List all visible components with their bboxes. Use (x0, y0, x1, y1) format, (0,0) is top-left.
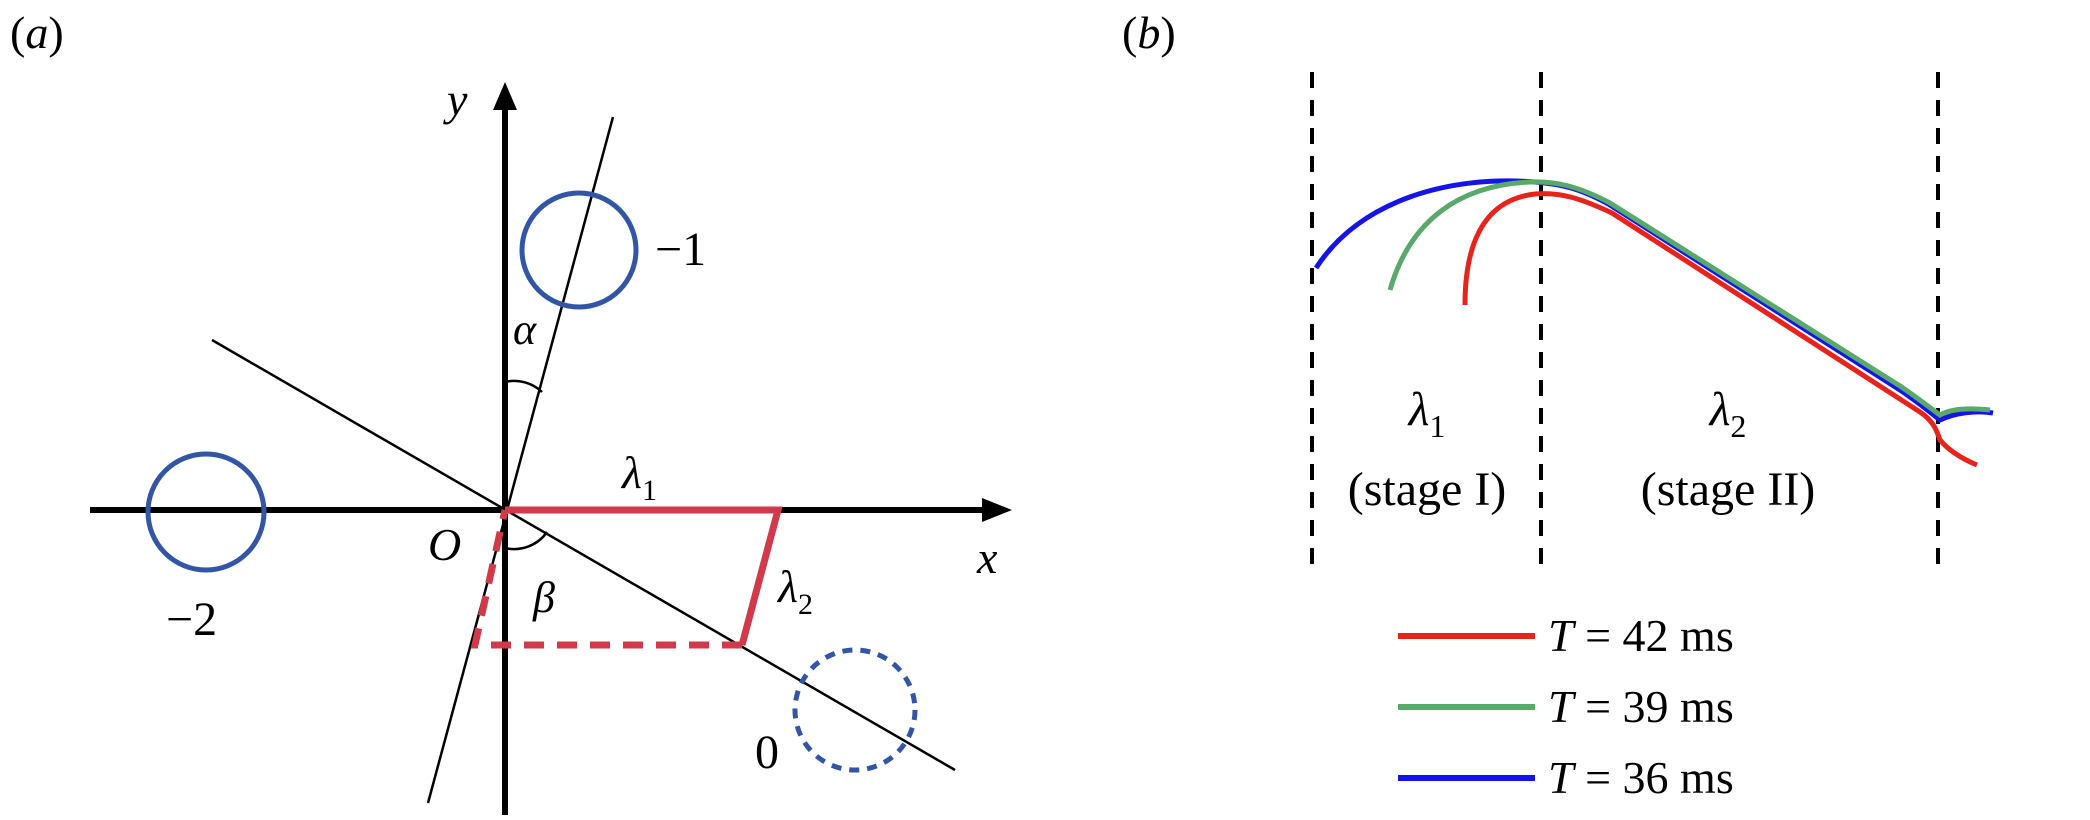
panel-a-label: (a) (10, 7, 64, 58)
alpha-line (426, 116, 615, 804)
legend-label-t36: T = 36 ms (1548, 752, 1734, 803)
legend: T = 42 ms T = 39 ms T = 36 ms (1398, 610, 1734, 803)
x-axis-arrow (982, 498, 1012, 522)
beta-arc (504, 531, 549, 551)
panel-b: (b) λ1 (stage I) λ2 (stage II) T = 42 ms… (1122, 7, 1994, 803)
lambda1-label: λ1 (620, 447, 657, 507)
alpha-arc (504, 379, 543, 393)
lambda-path (505, 506, 783, 646)
lambda2-label: λ2 (776, 561, 813, 621)
pos-minus2-label: −2 (166, 593, 217, 646)
x-axis-label: x (976, 532, 998, 583)
circle-zero (792, 647, 918, 773)
panel-a: (a) x y O α β λ1 λ2 −1 −2 0 (10, 7, 1012, 815)
panel-b-label: (b) (1122, 7, 1176, 58)
trajectory-t39 (1387, 179, 1991, 418)
origin-label: O (428, 519, 461, 570)
stage2-text: (stage II) (1641, 463, 1816, 516)
trajectory-t42 (1462, 191, 1978, 468)
angle-alpha: α (513, 305, 537, 354)
legend-label-t39: T = 39 ms (1548, 681, 1734, 732)
stage2-lambda: λ2 (1708, 383, 1747, 444)
pos-minus1-label: −1 (655, 223, 706, 276)
stage1-text: (stage I) (1348, 463, 1507, 516)
circle-minus1 (519, 190, 639, 310)
pos-zero-label: 0 (755, 726, 779, 779)
beta-line (211, 338, 956, 772)
angle-beta: β (532, 573, 555, 622)
circle-minus2 (145, 451, 267, 573)
y-axis-arrow (493, 82, 517, 110)
legend-label-t42: T = 42 ms (1548, 610, 1734, 661)
stage1-lambda: λ1 (1407, 383, 1446, 444)
lambda-path-projection (470, 509, 742, 649)
y-axis-label: y (443, 74, 468, 125)
